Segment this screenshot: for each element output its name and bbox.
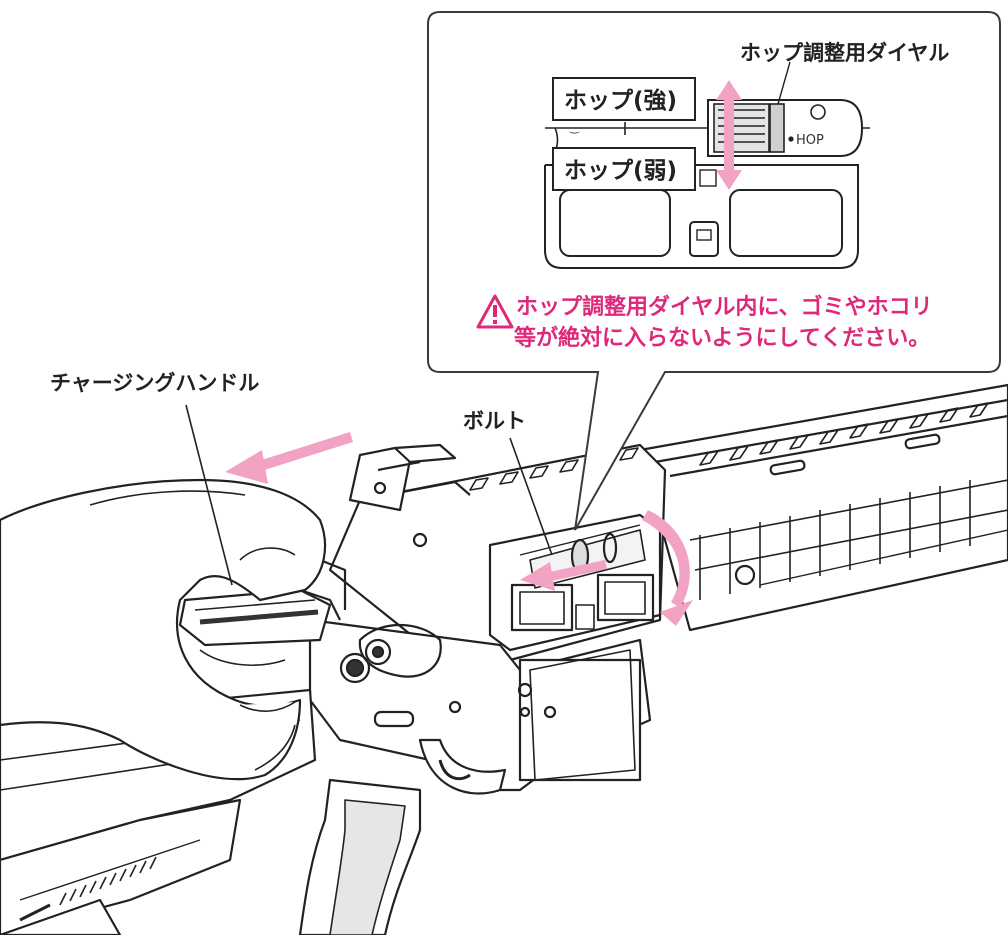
svg-text:‿: ‿: [569, 121, 580, 134]
warning-line-1: ホップ調整用ダイヤル内に、ゴミやホコリ: [516, 294, 933, 320]
hop-callout: ‿ HOP ホップ(強): [427, 11, 1001, 531]
hop-strong-label: ホップ(強): [564, 88, 677, 114]
hand: [0, 478, 327, 781]
lower-receiver: [308, 618, 652, 795]
charging-handle-callout: チャージングハンドル: [50, 371, 259, 586]
pistol-grip: [298, 778, 422, 937]
hop-weak-label: ホップ(弱): [564, 158, 677, 184]
bolt-leader: [509, 437, 553, 556]
dust-cover-rotate-arrow: [642, 510, 693, 626]
charging-handle-label: チャージングハンドル: [50, 371, 259, 395]
motion-arrows: [225, 432, 693, 626]
charging-handle-pull-arrow: [225, 432, 353, 484]
charging-handle-leader: [185, 404, 233, 586]
bolt-callout: ボルト: [463, 409, 553, 556]
warning-notice: ホップ調整用ダイヤル内に、ゴミやホコリ 等が絶対に入らないようにしてください。: [476, 294, 933, 351]
warning-line-2: 等が絶対に入らないようにしてください。: [514, 325, 930, 351]
bolt-label: ボルト: [463, 409, 526, 433]
hop-strong-label-box: ホップ(強): [552, 77, 696, 121]
bolt-arrow: [520, 560, 607, 591]
handguard: [638, 383, 1008, 632]
warning-icon: [476, 294, 514, 329]
hop-dial-arrow: [716, 80, 742, 190]
hop-marking-text: HOP: [796, 133, 824, 148]
rifle-illustration: [0, 383, 1008, 937]
hop-dial-label: ホップ調整用ダイヤル: [740, 41, 949, 65]
hop-weak-label-box: ホップ(弱): [552, 147, 696, 191]
